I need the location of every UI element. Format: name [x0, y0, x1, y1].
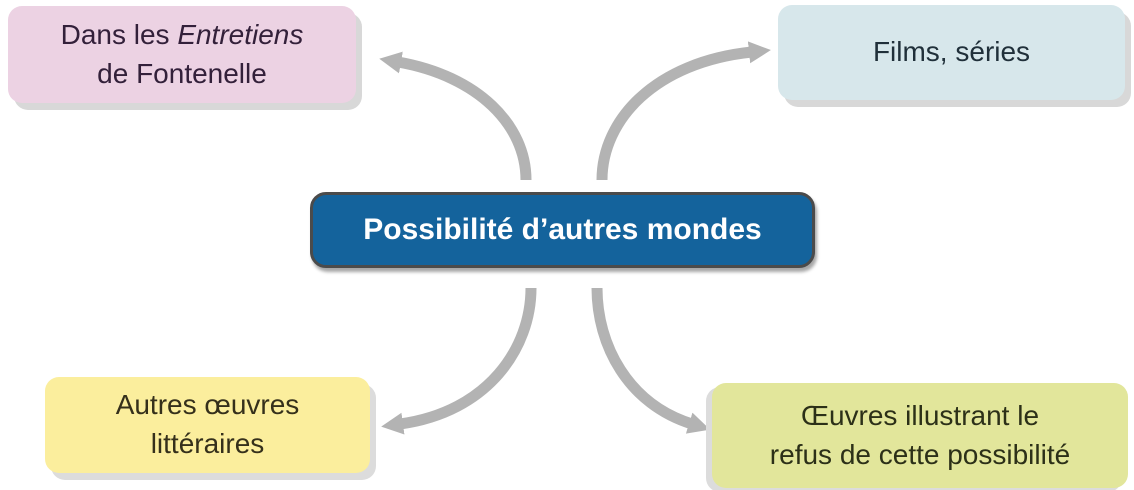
node-central-topic: Possibilité d’autres mondes: [310, 192, 815, 268]
node-central-topic-label: Possibilité d’autres mondes: [363, 213, 762, 247]
connector-arrow-top-left: [379, 51, 532, 181]
connector-arrow-top-right: [596, 41, 771, 181]
connector-arrow-bottom-left: [381, 287, 537, 435]
node-films-series-label: Films, séries: [872, 36, 1031, 68]
connector-arrow-bottom-right: [591, 287, 711, 434]
node-films-series: Films, séries: [778, 5, 1125, 100]
